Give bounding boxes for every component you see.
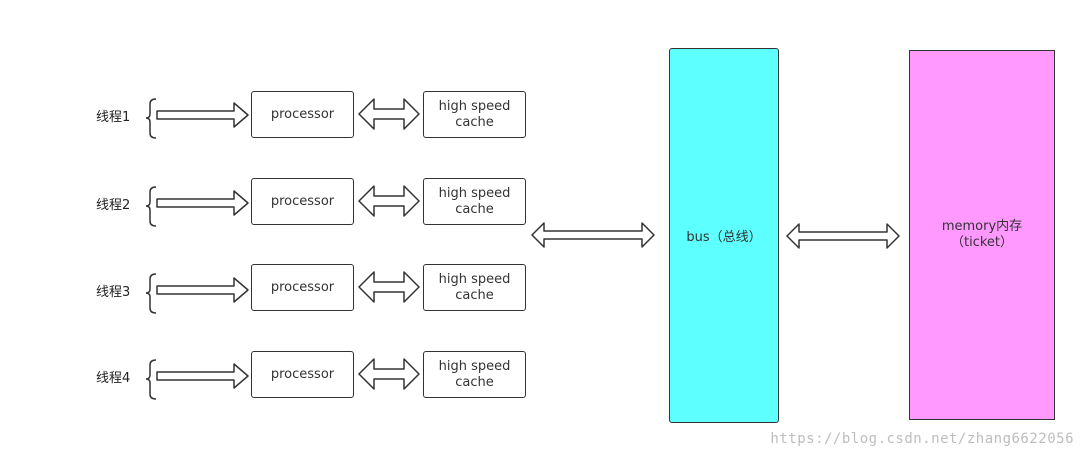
bus-box: bus（总线）	[669, 48, 779, 423]
bus-memory-double-arrow-icon	[786, 223, 900, 249]
memory-label-line2: （ticket）	[950, 235, 1014, 250]
brace-icon	[145, 98, 157, 139]
brace-icon	[145, 273, 157, 314]
processor-box: processor	[251, 178, 354, 225]
cache-label-line1: high speed	[438, 271, 511, 287]
cache-box: high speed cache	[423, 264, 526, 311]
cache-bus-double-arrow-icon	[531, 222, 655, 248]
double-arrow-icon	[358, 98, 420, 130]
memory-label-line1: memory内存	[941, 219, 1023, 234]
thread-2-label: 线程2	[96, 198, 131, 213]
watermark: https://blog.csdn.net/zhang6622056	[770, 431, 1074, 447]
right-arrow-icon	[156, 277, 249, 303]
cache-label-line2: cache	[455, 374, 494, 390]
right-arrow-icon	[156, 190, 249, 216]
right-arrow-icon	[156, 363, 249, 389]
thread-4-label: 线程4	[96, 371, 131, 386]
double-arrow-icon	[358, 185, 420, 217]
thread-3-label: 线程3	[96, 285, 131, 300]
cache-label-line2: cache	[455, 114, 494, 130]
cache-box: high speed cache	[423, 351, 526, 398]
cache-label-line1: high speed	[438, 98, 511, 114]
thread-1-label: 线程1	[96, 110, 131, 125]
processor-box: processor	[251, 351, 354, 398]
cache-label-line2: cache	[455, 287, 494, 303]
memory-box: memory内存 （ticket）	[909, 50, 1055, 420]
cache-label-line2: cache	[455, 201, 494, 217]
cache-box: high speed cache	[423, 91, 526, 138]
brace-icon	[145, 186, 157, 227]
double-arrow-icon	[358, 271, 420, 303]
right-arrow-icon	[156, 102, 249, 128]
cache-box: high speed cache	[423, 178, 526, 225]
cache-label-line1: high speed	[438, 358, 511, 374]
processor-box: processor	[251, 91, 354, 138]
double-arrow-icon	[358, 358, 420, 390]
processor-box: processor	[251, 264, 354, 311]
cache-label-line1: high speed	[438, 185, 511, 201]
brace-icon	[145, 359, 157, 400]
bus-label: bus（总线）	[686, 230, 762, 245]
